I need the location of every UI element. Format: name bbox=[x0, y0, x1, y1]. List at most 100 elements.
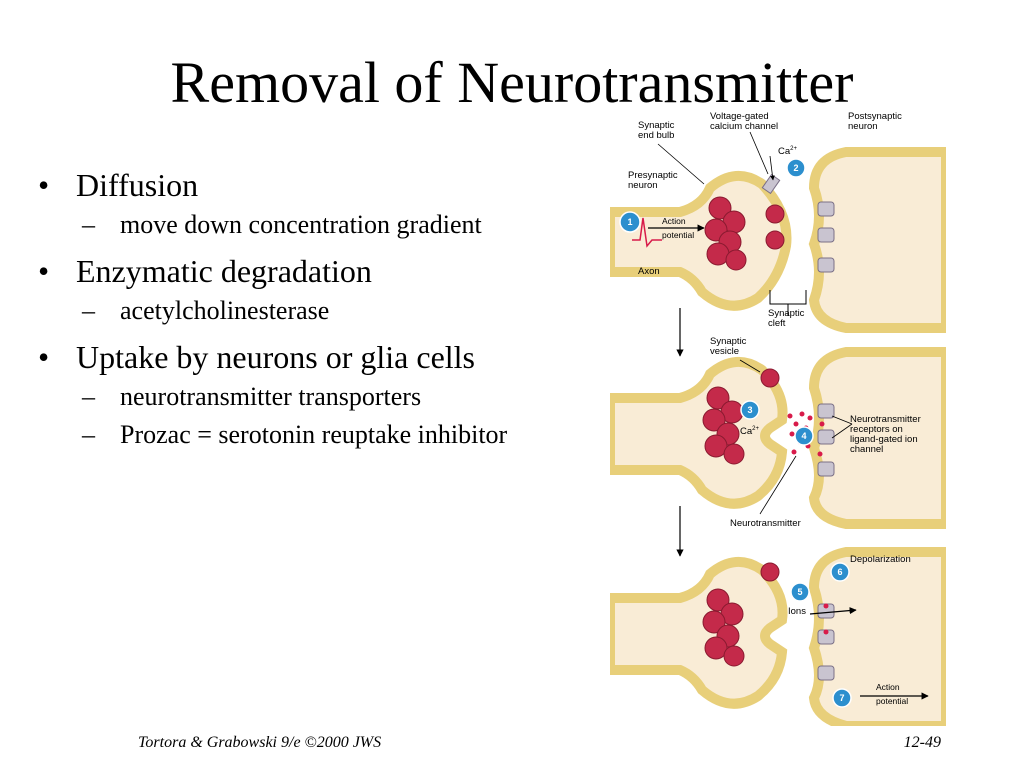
svg-text:Synaptic: Synaptic bbox=[768, 308, 805, 319]
dash-glyph: – bbox=[82, 382, 95, 411]
synaptic-vesicles bbox=[702, 368, 780, 465]
svg-text:Axon: Axon bbox=[638, 266, 660, 277]
svg-text:Synaptic: Synaptic bbox=[710, 336, 747, 347]
panel-3: Depolarization Ions Action potential 5 6… bbox=[605, 547, 951, 731]
label-nt-receptors-3: ligand-gated ion bbox=[850, 434, 918, 445]
svg-text:end bulb: end bulb bbox=[638, 130, 674, 141]
sub-bullet-text: acetylcholinesterase bbox=[120, 296, 330, 325]
presynaptic-bulb bbox=[605, 171, 792, 311]
sub-bullet: – neurotransmitter transporters bbox=[76, 381, 618, 413]
bullet-enzymatic-degradation: • Enzymatic degradation – acetylcholines… bbox=[38, 251, 618, 327]
step-1-badge bbox=[619, 211, 641, 233]
slide-number: 12-49 bbox=[903, 734, 941, 751]
svg-text:receptors on: receptors on bbox=[850, 424, 903, 435]
step-2-number: 2 bbox=[793, 163, 798, 173]
label-synaptic-end-bulb-1: Synaptic bbox=[638, 120, 675, 131]
label-synaptic-end-bulb-2: end bulb bbox=[638, 130, 674, 141]
sub-bullet-text: move down concentration gradient bbox=[120, 210, 482, 239]
svg-text:Action: Action bbox=[662, 216, 686, 226]
label-ca: Ca bbox=[778, 146, 791, 157]
footer-citation: Tortora & Grabowski 9/e ©2000 JWS bbox=[138, 734, 382, 751]
sub-bullet-text: neurotransmitter transporters bbox=[120, 382, 422, 411]
svg-text:ligand-gated ion: ligand-gated ion bbox=[850, 434, 918, 445]
presynaptic-bulb bbox=[605, 357, 788, 509]
synaptic-vesicles bbox=[704, 196, 785, 271]
receptor-channels bbox=[817, 403, 835, 477]
ion-flow-arrow bbox=[809, 606, 857, 615]
svg-text:neuron: neuron bbox=[628, 180, 658, 191]
svg-text:Synaptic: Synaptic bbox=[638, 120, 675, 131]
label-action-potential-1: Action bbox=[876, 682, 900, 692]
step-5-badge bbox=[790, 582, 810, 602]
svg-text:calcium channel: calcium channel bbox=[710, 121, 778, 132]
label-vg-calcium-2: calcium channel bbox=[710, 121, 778, 132]
bullet-uptake: • Uptake by neurons or glia cells – neur… bbox=[38, 337, 618, 451]
dash-glyph: – bbox=[82, 296, 95, 325]
synaptic-cleft-bracket bbox=[769, 290, 807, 305]
svg-text:vesicle: vesicle bbox=[710, 346, 739, 357]
receptor-channels bbox=[817, 603, 835, 681]
step-3-badge bbox=[740, 400, 760, 420]
svg-text:Ions: Ions bbox=[788, 606, 806, 617]
bullet-list: • Diffusion – move down concentration gr… bbox=[38, 165, 618, 461]
label-action-potential-2: potential bbox=[662, 230, 694, 240]
bullet-text: Uptake by neurons or glia cells bbox=[76, 339, 475, 375]
svg-text:Action: Action bbox=[876, 682, 900, 692]
presynaptic-bulb bbox=[605, 557, 788, 709]
calcium-channel-icon bbox=[761, 173, 781, 195]
label-nt-receptors-1: Neurotransmitter bbox=[850, 414, 921, 425]
svg-text:Neurotransmitter: Neurotransmitter bbox=[730, 518, 801, 529]
bullet-text: Enzymatic degradation bbox=[76, 253, 372, 289]
step-3-number: 3 bbox=[747, 405, 752, 415]
step-4-badge bbox=[794, 426, 814, 446]
sub-bullet: – Prozac = serotonin reuptake inhibitor bbox=[76, 419, 540, 451]
svg-text:potential: potential bbox=[662, 230, 694, 240]
label-axon: Axon bbox=[638, 266, 660, 277]
label-synaptic-cleft-2: cleft bbox=[768, 318, 786, 329]
slide-title: Removal of Neurotransmitter bbox=[170, 50, 854, 115]
synapse-diagram: Synaptic end bulb Voltage-gated calcium … bbox=[605, 111, 951, 731]
label-presynaptic-1: Presynaptic bbox=[628, 170, 678, 181]
label-synaptic-vesicle-2: vesicle bbox=[710, 346, 739, 357]
svg-text:cleft: cleft bbox=[768, 318, 786, 329]
label-postsynaptic-2: neuron bbox=[848, 121, 878, 132]
sub-bullet: – acetylcholinesterase bbox=[76, 295, 618, 327]
postsynaptic-membrane bbox=[808, 147, 951, 333]
step-6-badge bbox=[830, 562, 850, 582]
label-nt-receptors-2: receptors on bbox=[850, 424, 903, 435]
svg-text:Ca2+: Ca2+ bbox=[778, 146, 797, 157]
action-potential-trace-icon bbox=[632, 217, 662, 248]
svg-text:Presynaptic: Presynaptic bbox=[628, 170, 678, 181]
step-7-number: 7 bbox=[839, 693, 844, 703]
label-neurotransmitter: Neurotransmitter bbox=[730, 518, 801, 529]
bullet-glyph: • bbox=[38, 253, 50, 289]
postsynaptic-membrane bbox=[808, 547, 951, 731]
label-postsynaptic-1: Postsynaptic bbox=[848, 111, 902, 122]
svg-text:Voltage-gated: Voltage-gated bbox=[710, 111, 769, 122]
label-synaptic-vesicle-1: Synaptic bbox=[710, 336, 747, 347]
bullet-glyph: • bbox=[38, 339, 50, 375]
sub-bullet: – move down concentration gradient bbox=[76, 209, 618, 241]
step-7-badge bbox=[832, 688, 852, 708]
svg-text:neuron: neuron bbox=[848, 121, 878, 132]
label-ca-sup: 2+ bbox=[790, 146, 797, 152]
label-presynaptic-2: neuron bbox=[628, 180, 658, 191]
postsynaptic-membrane bbox=[808, 347, 951, 529]
svg-text:potential: potential bbox=[876, 696, 908, 706]
synapse-figure: Synaptic end bulb Voltage-gated calcium … bbox=[605, 110, 951, 731]
svg-text:Ca2+: Ca2+ bbox=[740, 426, 759, 437]
dash-glyph: – bbox=[82, 210, 95, 239]
panel-1: Synaptic end bulb Voltage-gated calcium … bbox=[605, 111, 951, 333]
step-1-number: 1 bbox=[627, 217, 632, 227]
receptor-channels bbox=[817, 201, 835, 273]
synaptic-vesicles bbox=[702, 562, 780, 667]
step-4-number: 4 bbox=[801, 431, 806, 441]
svg-text:Postsynaptic: Postsynaptic bbox=[848, 111, 902, 122]
label-ions: Ions bbox=[788, 606, 806, 617]
sub-bullet-text: Prozac = serotonin reuptake inhibitor bbox=[120, 420, 508, 449]
step-2-badge bbox=[786, 158, 806, 178]
svg-text:Neurotransmitter: Neurotransmitter bbox=[850, 414, 921, 425]
bullet-text: Diffusion bbox=[76, 167, 199, 203]
svg-text:channel: channel bbox=[850, 444, 883, 455]
svg-text:Depolarization: Depolarization bbox=[850, 554, 911, 565]
